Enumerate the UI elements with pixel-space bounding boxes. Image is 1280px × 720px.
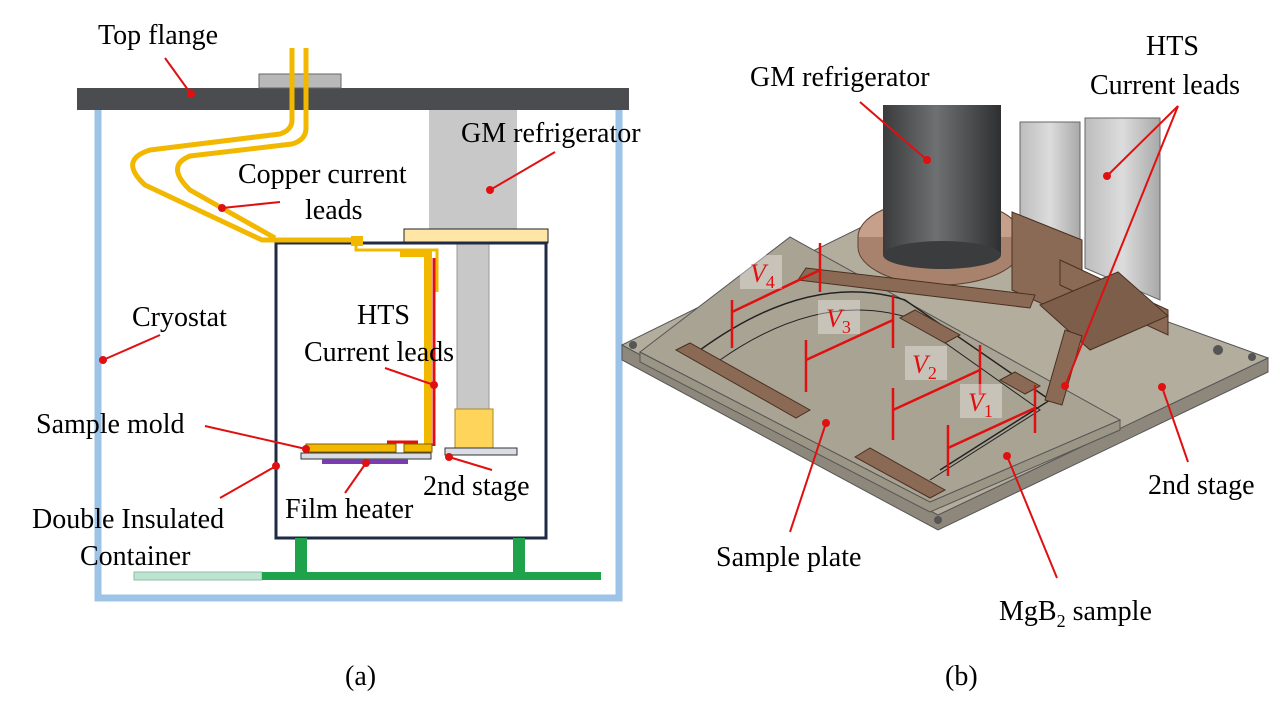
label-hts-a-1: HTS xyxy=(357,300,410,331)
voltage-tap-v2 xyxy=(891,345,982,440)
gm-cylinder xyxy=(883,105,1001,255)
caption-a: (a) xyxy=(345,661,376,692)
v1-label-bg xyxy=(960,384,1002,418)
leader-top-flange xyxy=(164,57,192,95)
leader-gm-b xyxy=(859,101,928,161)
label-v3: V3 xyxy=(826,304,851,337)
hts-pillar-back xyxy=(1084,117,1161,301)
label-gm-refrigerator-a: GM refrigerator xyxy=(461,118,641,149)
lead-strip-bridge xyxy=(797,267,1036,309)
screw-hole-2 xyxy=(934,516,942,524)
mold-base-plate xyxy=(300,452,432,460)
gm-refrigerator-body xyxy=(429,110,517,230)
label-double-insulated-1: Double Insulated xyxy=(32,504,224,535)
leader-hts-b-2 xyxy=(1064,105,1179,387)
label-copper-leads-2: leads xyxy=(305,195,363,226)
panel-a-schematic: Top flange GM refrigerator Copper curren… xyxy=(32,20,641,692)
top-flange xyxy=(77,88,629,110)
second-stage-block xyxy=(454,408,494,450)
dot-film-heater xyxy=(362,459,370,467)
panel-b-3d-view: V4 V3 V2 V1 GM refrigerator HTS Current … xyxy=(620,31,1270,692)
dot-top-flange xyxy=(187,90,195,98)
label-hts-b-1: HTS xyxy=(1146,31,1199,62)
label-top-flange: Top flange xyxy=(98,20,218,51)
v2-label-bg xyxy=(905,346,947,380)
screw-hole-3 xyxy=(1248,353,1256,361)
dot-gm-a xyxy=(486,186,494,194)
clamp-bottom xyxy=(853,447,947,499)
v4-label-bg xyxy=(740,255,782,289)
support-leg-left xyxy=(295,538,307,574)
second-stage-plate xyxy=(444,447,518,456)
sample-mold-right xyxy=(403,443,433,453)
caption-b: (b) xyxy=(945,661,978,692)
dot-hts-b-1 xyxy=(1103,172,1111,180)
label-second-stage-b: 2nd stage xyxy=(1148,470,1255,501)
gm-cylinder-bottom xyxy=(883,241,1001,269)
dot-copper xyxy=(218,204,226,212)
hts-bracket xyxy=(400,249,432,445)
lead-strip-down xyxy=(1044,329,1083,406)
double-insulated-container xyxy=(274,241,548,540)
lead-connector xyxy=(351,236,363,246)
dot-sample-mold xyxy=(302,445,310,453)
label-v1: V1 xyxy=(968,388,993,421)
feedthrough xyxy=(258,73,342,89)
leader-gm-a xyxy=(489,151,556,191)
first-stage-plate xyxy=(403,228,549,244)
v3-label-bg xyxy=(818,300,860,334)
clamp-right xyxy=(998,371,1042,395)
voltage-tap-v1 xyxy=(946,385,1037,476)
leader-sample-plate xyxy=(789,422,827,533)
copper-lead-inside xyxy=(354,246,439,292)
dot-second-stage-b xyxy=(1158,383,1166,391)
base-plate xyxy=(262,572,601,580)
dot-mgb2 xyxy=(1003,452,1011,460)
dot-sample-plate xyxy=(822,419,830,427)
dot-double-insulated xyxy=(272,462,280,470)
label-sample-mold: Sample mold xyxy=(36,409,185,440)
dot-gm-b xyxy=(923,156,931,164)
label-hts-b-2: Current leads xyxy=(1090,70,1240,101)
label-hts-a-2: Current leads xyxy=(304,337,454,368)
leader-hts-a xyxy=(384,367,435,386)
base-plate-light xyxy=(133,571,263,581)
leader-second-stage-a xyxy=(448,456,493,471)
dot-hts-b-2 xyxy=(1061,382,1069,390)
label-cryostat: Cryostat xyxy=(132,302,227,333)
leader-sample-mold xyxy=(204,425,307,450)
label-v4: V4 xyxy=(750,259,775,292)
voltage-tap-v4 xyxy=(730,243,822,348)
leader-double-insulated xyxy=(219,465,277,499)
dot-hts-a xyxy=(430,381,438,389)
leader-cryostat xyxy=(102,334,161,361)
leader-hts-b-1 xyxy=(1106,105,1179,177)
dot-second-stage-a xyxy=(445,453,453,461)
copper-lead-1 xyxy=(130,48,352,243)
dot-cryostat xyxy=(99,356,107,364)
refrigerator-cold-shaft xyxy=(456,242,490,410)
leader-mgb2 xyxy=(1006,455,1058,579)
copper-lead-2 xyxy=(175,48,309,241)
leader-second-stage-b xyxy=(1161,386,1189,463)
label-second-stage-a: 2nd stage xyxy=(423,471,530,502)
clamp-mid xyxy=(898,309,962,344)
sample-mold xyxy=(305,443,397,453)
support-leg-right xyxy=(513,538,525,574)
label-mgb2-sample: MgB2 sample xyxy=(999,596,1152,631)
label-sample-plate: Sample plate xyxy=(716,542,861,573)
screw-hole-1 xyxy=(629,341,637,349)
label-v2: V2 xyxy=(912,350,937,383)
voltage-tap-v3 xyxy=(804,295,895,392)
label-gm-refrigerator-b: GM refrigerator xyxy=(750,62,930,93)
label-film-heater: Film heater xyxy=(285,494,414,525)
screw-hole-4 xyxy=(1213,345,1223,355)
leader-copper xyxy=(221,201,281,209)
cryostat-wall xyxy=(94,108,623,602)
label-copper-leads-1: Copper current xyxy=(238,159,407,190)
clamp-left xyxy=(674,342,812,419)
leader-film-heater xyxy=(344,462,367,494)
label-double-insulated-2: Container xyxy=(80,541,191,572)
